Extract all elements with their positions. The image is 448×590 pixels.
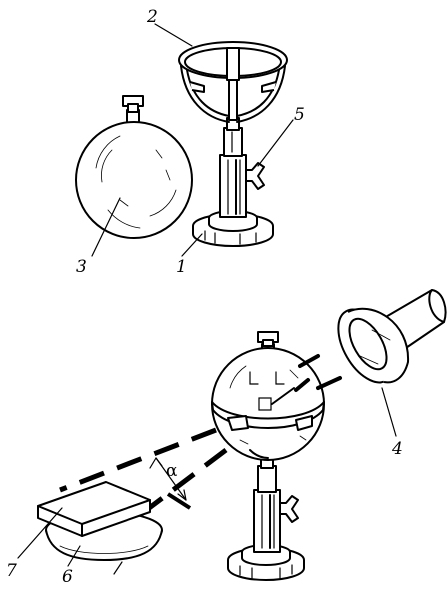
lamp <box>337 289 447 384</box>
label-1: 1 <box>176 257 187 277</box>
stand-top <box>178 41 288 247</box>
label-5: 5 <box>294 105 305 125</box>
label-4: 4 <box>391 439 403 459</box>
leader-lines-top <box>91 23 294 257</box>
glass-sphere <box>75 95 193 239</box>
label-3: 3 <box>76 257 87 277</box>
sphere-in-holder <box>211 331 325 461</box>
label-6: 6 <box>62 567 73 587</box>
incident-beam <box>294 354 342 392</box>
reflected-beam <box>59 427 228 532</box>
stand-bottom <box>227 453 305 581</box>
angle-alpha-marker <box>149 457 187 501</box>
label-2: 2 <box>146 7 158 27</box>
label-7: 7 <box>6 561 17 581</box>
dish-and-prism <box>37 481 163 575</box>
label-alpha: α <box>166 461 178 481</box>
leader-lines-bottom <box>17 387 397 567</box>
